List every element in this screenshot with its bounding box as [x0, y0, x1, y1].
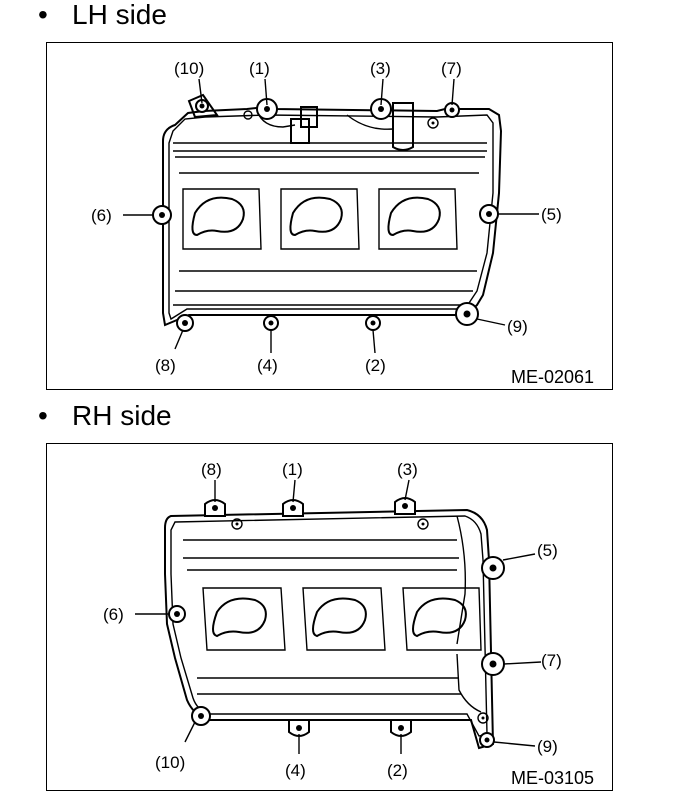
rh-bolt-2 — [390, 719, 412, 737]
rh-side-heading: • RH side — [38, 401, 172, 431]
rh-bolt-5 — [481, 556, 505, 580]
lh-figure-code: ME-02061 — [511, 367, 594, 387]
rh-label-7: (7) — [541, 651, 562, 670]
lh-label-1: (1) — [249, 59, 270, 78]
lh-heading-text: LH side — [72, 0, 167, 30]
lh-plug-well-1 — [182, 188, 262, 250]
lh-label-2: (2) — [365, 356, 386, 375]
lh-bolt-7 — [444, 102, 460, 118]
rh-label-5: (5) — [537, 541, 558, 560]
rh-label-6: (6) — [103, 605, 124, 624]
lh-side-heading: • LH side — [38, 0, 167, 30]
lh-label-5: (5) — [541, 205, 562, 224]
rh-cover-outline — [164, 508, 495, 750]
rh-bolt-4 — [288, 719, 310, 737]
rh-bolt-6 — [168, 605, 186, 623]
rh-bullet: • — [38, 400, 48, 431]
lh-label-8: (8) — [155, 356, 176, 375]
rh-bolt-8 — [204, 499, 226, 517]
lh-bolt-2 — [365, 315, 381, 331]
lh-bolt-9 — [455, 302, 479, 326]
rh-plug-well-1 — [202, 587, 286, 651]
rh-label-4: (4) — [285, 761, 306, 780]
rh-cover-diagram: (8) (1) (3) (5) (6) (7) (9) (10) (4) (2)… — [103, 460, 594, 788]
rh-bolt-7 — [481, 652, 505, 676]
rh-diagram-panel: (8) (1) (3) (5) (6) (7) (9) (10) (4) (2)… — [46, 443, 613, 791]
lh-label-3: (3) — [370, 59, 391, 78]
rh-label-3: (3) — [397, 460, 418, 479]
lh-label-4: (4) — [257, 356, 278, 375]
lh-diagram-panel: (10) (1) (3) (7) (6) (5) (9) (8) (4) (2)… — [46, 42, 613, 390]
lh-bullet: • — [38, 0, 48, 30]
rh-bolt-10 — [191, 706, 211, 726]
rh-label-2: (2) — [387, 761, 408, 780]
rh-bolt-3 — [394, 497, 416, 515]
rh-bolt-1 — [282, 499, 304, 517]
rh-label-9: (9) — [537, 737, 558, 756]
rh-label-8: (8) — [201, 460, 222, 479]
lh-bolt-3 — [370, 98, 392, 120]
lh-plug-well-3 — [378, 188, 458, 250]
lh-label-9: (9) — [507, 317, 528, 336]
rh-label-10: (10) — [155, 753, 185, 772]
lh-label-7: (7) — [441, 59, 462, 78]
rh-bolt-9 — [479, 732, 495, 748]
lh-label-6: (6) — [91, 206, 112, 225]
lh-bolt-6 — [152, 205, 172, 225]
lh-bolt-8 — [176, 314, 194, 332]
rh-figure-code: ME-03105 — [511, 768, 594, 788]
lh-plug-well-2 — [280, 188, 360, 250]
lh-cover-outline — [162, 105, 503, 327]
lh-bolt-4 — [263, 315, 279, 331]
rh-label-1: (1) — [282, 460, 303, 479]
lh-bolt-1 — [256, 98, 278, 120]
rh-heading-text: RH side — [72, 400, 172, 431]
rh-plug-well-2 — [302, 587, 386, 651]
lh-cover-diagram: (10) (1) (3) (7) (6) (5) (9) (8) (4) (2)… — [91, 59, 594, 387]
lh-label-10: (10) — [174, 59, 204, 78]
rh-plug-well-3 — [402, 587, 482, 651]
lh-bolt-5 — [479, 204, 499, 224]
